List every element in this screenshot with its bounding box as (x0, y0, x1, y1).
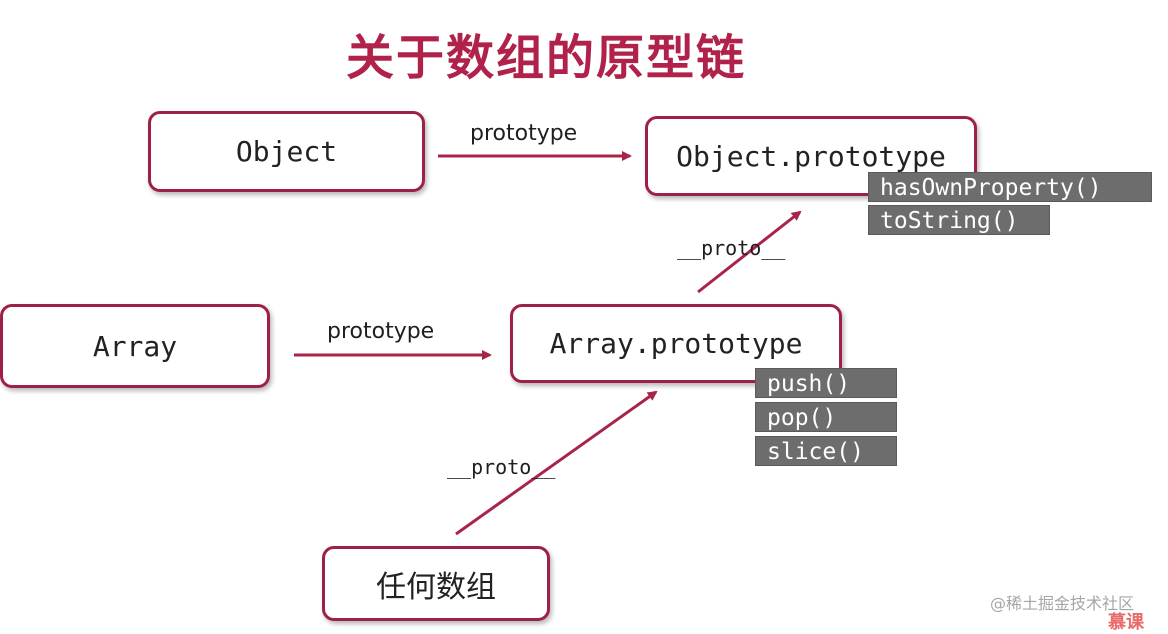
edge-label-any-array-proto: __proto__ (447, 455, 556, 479)
arrow-array-prototype-to-object-prototype (697, 210, 802, 294)
watermark-text: @稀土掘金技术社区 (990, 594, 1135, 613)
diagram-title: 关于数组的原型链 (346, 30, 747, 86)
logo-text: 慕课 (1108, 612, 1144, 633)
node-any-array: 任何数组 (322, 546, 550, 621)
edge-label-array-proto: __proto__ (677, 236, 786, 260)
node-object-label: Object (235, 135, 338, 168)
node-array-prototype-label: Array.prototype (549, 327, 803, 360)
method-to-string: toString() (868, 205, 1050, 235)
method-push: push() (755, 368, 897, 398)
method-slice: slice() (755, 436, 897, 466)
node-array: Array (0, 304, 270, 388)
node-object: Object (148, 111, 425, 192)
node-any-array-label: 任何数组 (376, 569, 496, 605)
node-object-prototype-label: Object.prototype (676, 139, 946, 173)
method-pop: pop() (755, 402, 897, 432)
node-array-prototype: Array.prototype (510, 304, 842, 383)
method-has-own-property: hasOwnProperty() (868, 172, 1152, 202)
node-array-label: Array (92, 329, 178, 363)
edge-label-object-prototype: prototype (470, 121, 578, 146)
edge-label-array-prototype: prototype (327, 319, 435, 344)
arrow-any-array-to-array-prototype (455, 390, 658, 536)
